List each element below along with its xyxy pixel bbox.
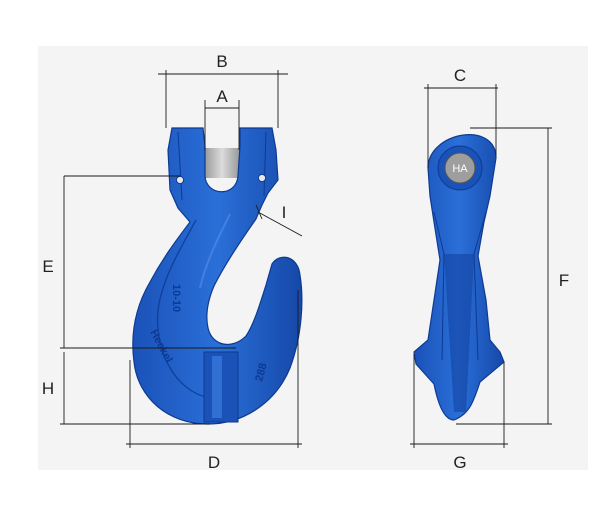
label-g: G [453, 453, 466, 472]
label-h: H [42, 379, 54, 398]
left-jaw-edge [177, 131, 183, 201]
label-d: D [208, 453, 220, 472]
hook-body [132, 127, 303, 425]
label-c: C [454, 66, 466, 85]
hook-throat-edge [156, 219, 211, 399]
stamp-grade: 10-10 [170, 284, 182, 312]
side-shade-right [473, 211, 487, 361]
pin-hole-left [175, 175, 185, 185]
dimension-lines [60, 70, 552, 448]
latch-block-highlight [212, 356, 222, 418]
hook-spine-highlight [199, 213, 231, 289]
side-center-ridge [444, 254, 474, 412]
dimension-labels: A B C D E F G H I [42, 52, 569, 472]
hook-front-view: 10-10 Heckel 288 [132, 127, 303, 425]
pin-hole-right [257, 173, 267, 183]
pin-head-logo [444, 152, 476, 184]
label-b: B [216, 52, 227, 71]
label-i: I [282, 203, 287, 222]
label-f: F [559, 271, 569, 290]
label-e: E [42, 257, 53, 276]
label-a: A [216, 87, 228, 106]
logo-text: HA [452, 163, 468, 175]
right-jaw-edge [263, 131, 267, 197]
clevis-pin [205, 148, 239, 178]
side-shade-left [433, 211, 445, 361]
stamp-size: 288 [253, 362, 269, 383]
hook-side-view: HA [413, 134, 505, 421]
